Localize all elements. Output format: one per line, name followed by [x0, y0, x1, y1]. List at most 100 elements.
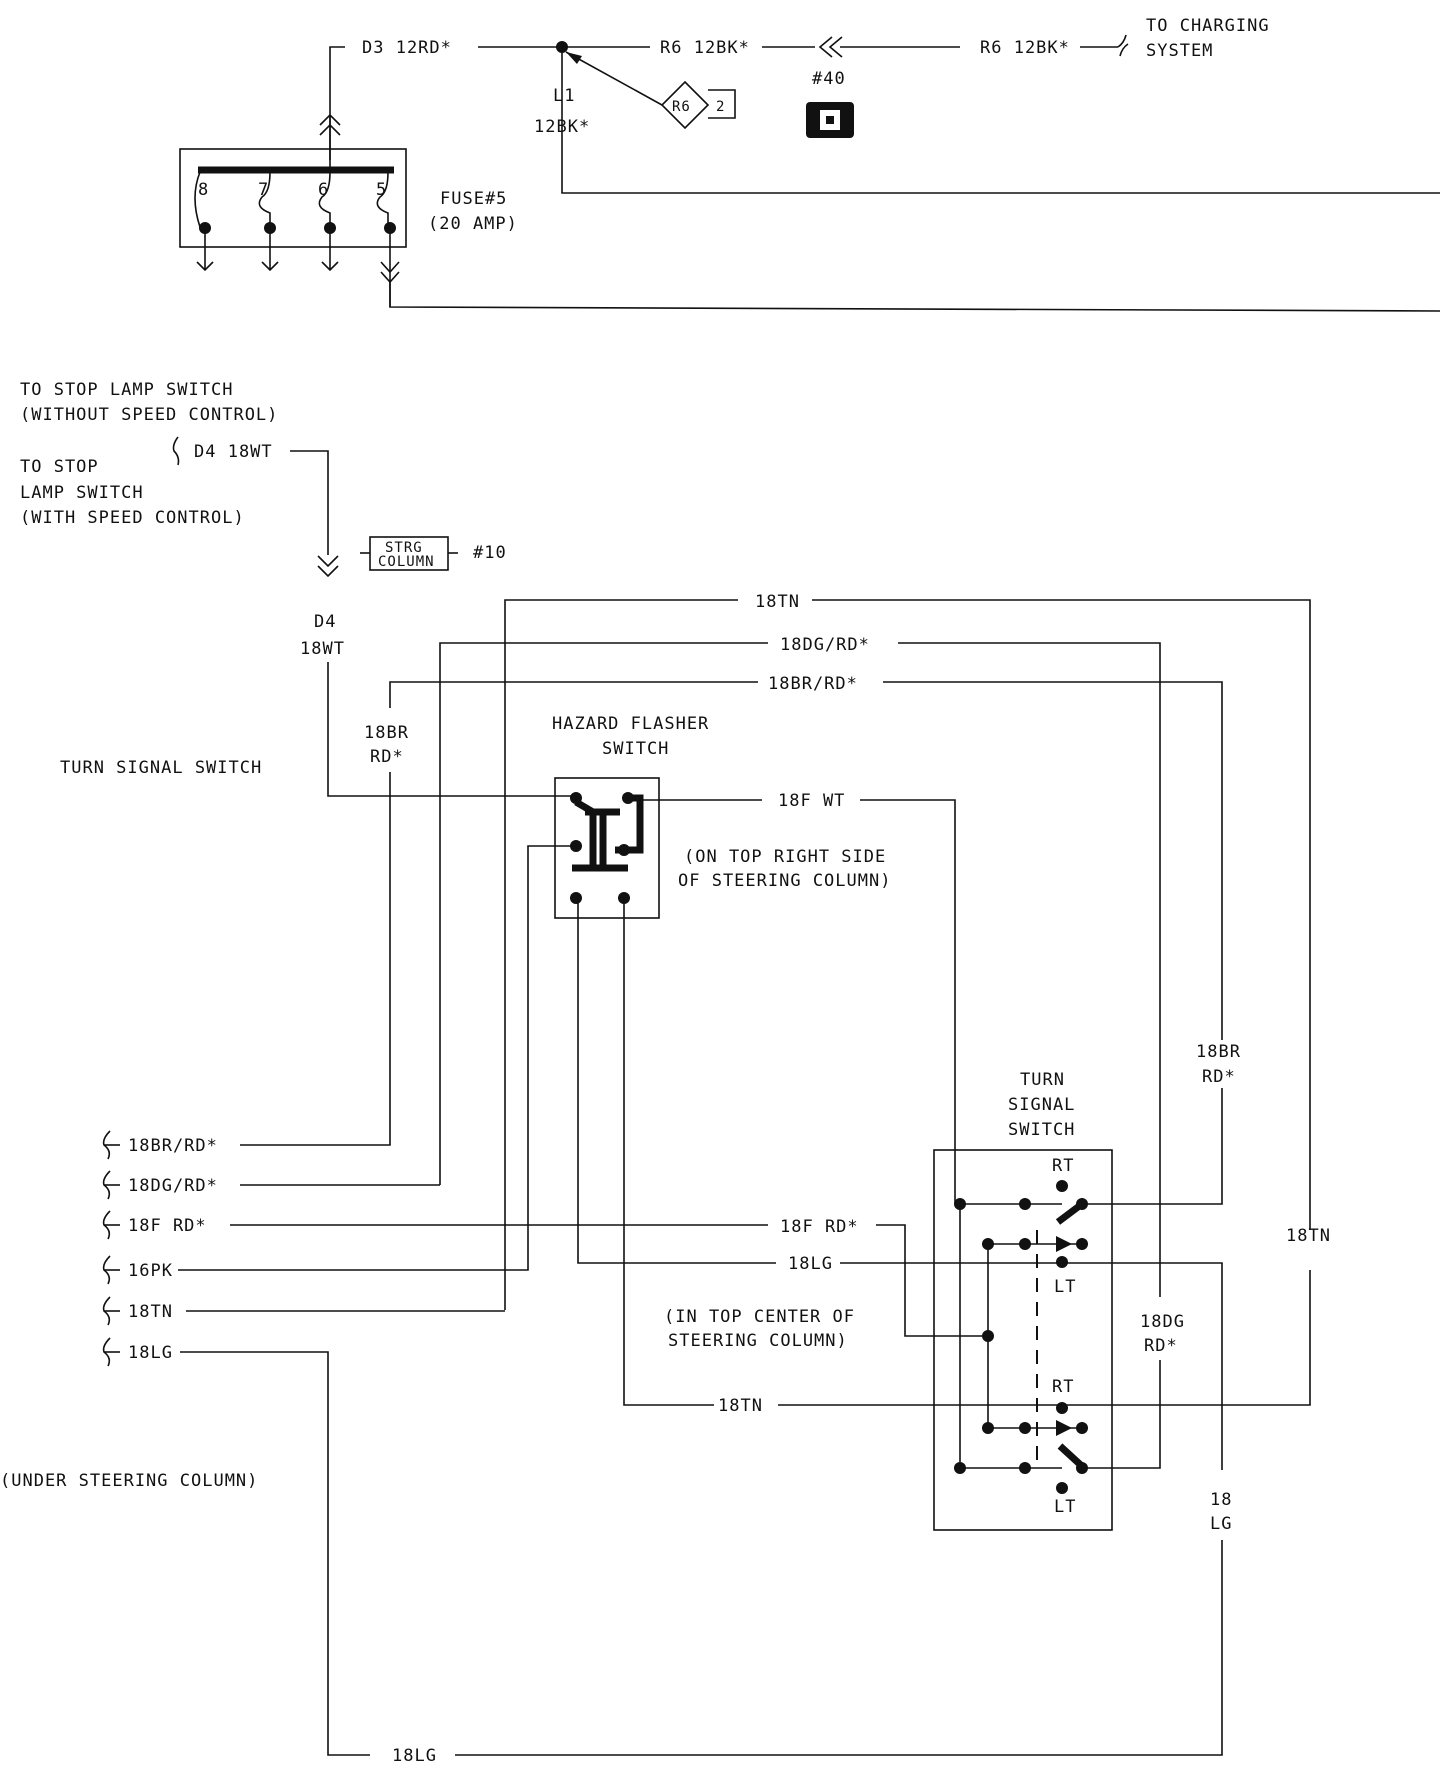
wire-d4-start-mark [172, 436, 180, 466]
label-d4-a: D4 [314, 612, 336, 632]
wire-18lg-mid-right [840, 1262, 1223, 1470]
label-ts-loc-2: STEERING COLUMN) [668, 1331, 848, 1351]
label-ts-3: SWITCH [1008, 1120, 1075, 1140]
label-hazard-loc-2: OF STEERING COLUMN) [678, 871, 891, 891]
label-stop-wo-2: (WITHOUT SPEED CONTROL) [20, 405, 278, 425]
label-fuse-2: (20 AMP) [428, 214, 518, 234]
wire-18tn-top-right [812, 599, 1311, 1220]
wire-16pk [178, 845, 576, 1271]
label-18tn-right: 18TN [1286, 1226, 1331, 1246]
label-18fwt: 18F WT [778, 791, 845, 811]
label-d3-12rd: D3 12RD* [362, 38, 452, 58]
left-wire-18br: 18BR/RD* [128, 1136, 218, 1156]
wire-18lg-mid [577, 898, 776, 1264]
wire-18dg-right-down [1082, 1360, 1161, 1469]
wire-18lg-left [180, 1351, 370, 1756]
label-hazard-2: SWITCH [602, 739, 669, 759]
connector-10-chevrons [317, 555, 339, 578]
wire-18tn-top [504, 599, 738, 1310]
wire-18tn-low-right [778, 1270, 1311, 1406]
label-r6-b: R6 12BK* [980, 38, 1070, 58]
wire-18dg-top [439, 642, 768, 1185]
label-ts-loc-1: (IN TOP CENTER OF [664, 1307, 855, 1327]
label-18br-v2: RD* [370, 747, 404, 767]
label-18br-top: 18BR/RD* [768, 674, 858, 694]
label-18tn-top: 18TN [755, 592, 800, 612]
label-18lg-mid: 18LG [788, 1254, 833, 1274]
label-r6-splice: R6 [672, 99, 691, 115]
label-lt-lower: LT [1054, 1497, 1076, 1517]
connector-40-chevrons [818, 36, 843, 58]
label-strg-2: COLUMN [378, 554, 435, 570]
label-lt-upper: LT [1054, 1277, 1076, 1297]
label-rt-lower: RT [1052, 1377, 1074, 1397]
left-wire-16pk: 16PK [128, 1261, 173, 1281]
label-dg-right-1: 18DG [1140, 1312, 1185, 1332]
wire-d4-down [327, 662, 578, 797]
wire-d4-18wt [290, 450, 329, 555]
label-stop-w-3: (WITH SPEED CONTROL) [20, 508, 245, 528]
label-l1-wire: 12BK* [534, 117, 590, 137]
label-ts-2: SIGNAL [1008, 1095, 1075, 1115]
wire-18br-right-down [1082, 1088, 1223, 1205]
fuse-pin-8: 8 [198, 180, 209, 200]
label-br-right-1: 18BR [1196, 1042, 1241, 1062]
wire-18dg-top-right [898, 642, 1161, 1297]
wire-18tn-low [623, 898, 714, 1406]
wire-18br-top [389, 681, 758, 708]
label-d4-b: 18WT [300, 639, 345, 659]
label-d4-top: D4 18WT [194, 442, 273, 462]
label-rt-upper: RT [1052, 1156, 1074, 1176]
label-stop-w-2: LAMP SWITCH [20, 483, 144, 503]
label-18dg-top: 18DG/RD* [780, 635, 870, 655]
label-under-column: (UNDER STEERING COLUMN) [0, 1471, 258, 1491]
fuse-block [179, 113, 407, 307]
wire-d3-12rd [329, 46, 562, 160]
label-conn10: #10 [473, 543, 507, 563]
wire-18lg-right-down [455, 1540, 1223, 1756]
wire-l1-12bk [561, 47, 1440, 194]
splice-r6-diamond [565, 51, 736, 130]
label-lg-right-1: 18 [1210, 1490, 1232, 1510]
wire-18frd-right [876, 1224, 988, 1337]
label-l1: L1 [553, 86, 575, 106]
left-wire-18lg: 18LG [128, 1343, 173, 1363]
label-strg-1: STRG [385, 540, 423, 556]
wire-18br-down [240, 772, 391, 1146]
wire-fuse-5 [389, 282, 1440, 312]
fuse-pin-5: 5 [376, 180, 387, 200]
label-to-charging-1: TO CHARGING [1146, 16, 1270, 36]
label-r6-a: R6 12BK* [660, 38, 750, 58]
wire-18fwt-right [860, 799, 956, 1203]
label-hazard-1: HAZARD FLASHER [552, 714, 709, 734]
label-r6-splice-num: 2 [716, 99, 725, 115]
label-18frd: 18F RD* [780, 1217, 859, 1237]
label-turn-signal-left: TURN SIGNAL SWITCH [60, 758, 262, 778]
label-18tn-low: 18TN [718, 1396, 763, 1416]
label-dg-right-2: RD* [1144, 1336, 1178, 1356]
left-wire-18frd: 18F RD* [128, 1216, 207, 1236]
connector-40-icon [806, 102, 854, 138]
left-wire-18tn: 18TN [128, 1302, 173, 1322]
strg-column-box [360, 536, 458, 571]
label-to-charging-2: SYSTEM [1146, 41, 1213, 61]
label-fuse-1: FUSE#5 [440, 189, 507, 209]
wire-r6-12bk [562, 34, 1129, 57]
hazard-flasher-switch [554, 777, 660, 919]
wire-18br-top-right [883, 681, 1223, 1040]
label-stop-w-1: TO STOP [20, 457, 99, 477]
label-lg-right-2: LG [1210, 1514, 1232, 1534]
left-wire-18dg: 18DG/RD* [128, 1176, 218, 1196]
fuse-pin-6: 6 [318, 180, 329, 200]
label-conn40: #40 [812, 69, 846, 89]
left-wire-stubs [102, 1130, 120, 1367]
label-ts-1: TURN [1020, 1070, 1065, 1090]
label-stop-wo-1: TO STOP LAMP SWITCH [20, 380, 233, 400]
label-18br-v1: 18BR [364, 723, 409, 743]
fuse-pin-7: 7 [258, 180, 269, 200]
label-hazard-loc-1: (ON TOP RIGHT SIDE [684, 847, 886, 867]
label-br-right-2: RD* [1202, 1067, 1236, 1087]
turn-signal-switch [933, 1149, 1113, 1531]
label-18lg-bottom: 18LG [392, 1746, 437, 1766]
